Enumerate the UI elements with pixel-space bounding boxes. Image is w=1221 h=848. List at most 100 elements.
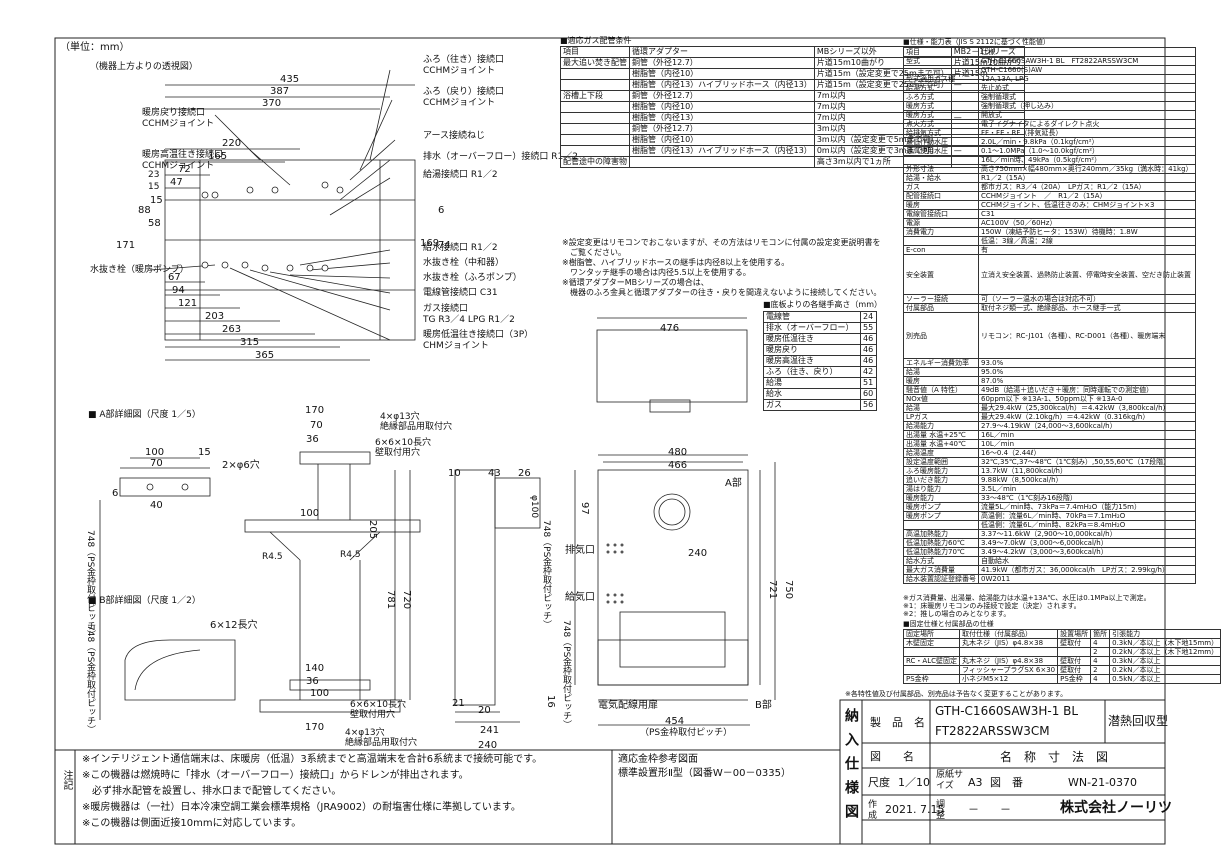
dim-315: 315 — [240, 337, 260, 348]
side-26: 26 — [518, 468, 531, 479]
b-hole: 6×12長穴 — [210, 620, 258, 631]
note-2: 必ず排水配管を設置し、排水口まで配管してください。 — [82, 786, 342, 797]
br-r2: R4.5 — [340, 550, 361, 560]
dim-121: 121 — [178, 298, 198, 309]
br-b-note-slot: 6×6×10長穴 — [350, 700, 406, 710]
dim-370: 370 — [262, 98, 282, 109]
unit-label: （単位：mm） — [60, 42, 130, 53]
front-480: 480 — [668, 447, 688, 458]
a-dim-6: 6 — [112, 488, 119, 499]
note-3: ※暖房機器は（一社）日本冷凍空調工業会標準規格（JRA9002）の耐塩害仕様に準… — [82, 802, 521, 813]
piping-note-2: ※樹脂管、ハイブリッドホースの継手は内径8以上を使用する。 — [562, 258, 790, 267]
spec-foot-2: ※2：推しの場合のみとなります。 — [903, 610, 1011, 618]
dim-47: 47 — [170, 177, 183, 188]
br-r1: R4.5 — [262, 552, 283, 562]
product-name-1: GTH-C1660SAW3H-1 BL — [935, 704, 1079, 718]
paper-label: 原紙サイズ — [936, 770, 964, 791]
front-240: 240 — [688, 548, 708, 559]
side-16: 16 — [545, 695, 556, 708]
plan-476: 476 — [660, 323, 680, 334]
dim-88: 88 — [138, 205, 151, 216]
drawing-label: 図 名 — [870, 750, 914, 763]
front-466: 466 — [668, 460, 688, 471]
adjust-dash: － — [1000, 803, 1011, 816]
br-h205: 205 — [367, 520, 378, 540]
conn-bath-in-joint: CCHMジョイント — [423, 98, 496, 108]
paper: A3 — [968, 776, 983, 789]
conn-bath-in: ふろ（戻り）接続口 — [423, 87, 505, 97]
conn-heat-high: 暖房高温往き接続口 — [142, 150, 224, 160]
product-name-2: FT2822ARSSW3CM — [935, 724, 1050, 738]
heights-title: ■底板よりの各継手高さ（mm） — [763, 300, 882, 309]
company-name: 株式会社ノーリツ — [1060, 800, 1172, 816]
br-note-hole: 4×φ13穴 — [380, 412, 420, 422]
front-pitch: 748（PS金枠取付ピッチ） — [561, 620, 571, 730]
dim-58: 58 — [148, 218, 161, 229]
br-dim-170: 170 — [305, 405, 325, 416]
product-label: 製 品 名 — [870, 716, 925, 729]
front-97: 97 — [579, 502, 590, 515]
conn-earth: アース接続ねじ — [423, 131, 486, 141]
made-date: 2021. 7.15 — [885, 803, 945, 816]
dim-6: 6 — [438, 205, 445, 216]
piping-note-0: ※設定変更はリモコンでおこないますが、その方法はリモコンに付属の設定変更説明書を — [562, 238, 881, 247]
front-454: 454 — [665, 716, 685, 727]
br-dim-36: 36 — [306, 434, 319, 445]
conn-heat-low-joint: CHMジョイント — [423, 341, 489, 351]
dim-263: 263 — [222, 324, 242, 335]
conn-water-supply: 給水接続口 R1／2 — [423, 243, 498, 253]
conn-drain-neutralizer: 水抜き栓（中和器） — [423, 258, 505, 268]
notes-label: 注記 — [61, 770, 72, 790]
dim-72: 72 — [178, 164, 191, 175]
front-plate: 電気配線用扉 — [598, 700, 658, 711]
br-b-36: 36 — [306, 676, 319, 687]
a-part-label: A部 — [725, 478, 742, 489]
br-b-note-insul: 絶縁部品用取付穴 — [345, 738, 418, 748]
dim-165: 165 — [208, 151, 228, 162]
note-0: ※インテリジェント通信端末は、床暖房（低温）3系統までと高温端末を合計6系統まで… — [82, 754, 543, 765]
drain-heat-pump: 水抜き栓（暖房ポンプ） — [90, 265, 189, 275]
dim-15v: 15 — [150, 195, 163, 206]
br-b-140: 140 — [305, 663, 325, 674]
front-pitch-bottom: （PS金枠取付ピッチ） — [640, 728, 733, 738]
br-b-note-hole: 4×φ13穴 — [345, 728, 385, 738]
drawing-name: 名 称 寸 法 図 — [1000, 750, 1109, 764]
spec-title: ■仕様・能力表（JIS S 2112に基づく性能値） — [903, 38, 1050, 46]
br-b-note-wall: 壁取付用穴 — [350, 710, 396, 720]
front-750: 750 — [783, 580, 794, 600]
dim-169: 169 — [420, 238, 440, 249]
made-label: 作成 — [868, 800, 878, 821]
b-pitch: 748（PS金枠取付ピッチ） — [85, 625, 95, 735]
conn-bath-out: ふろ（往き）接続口 — [423, 55, 505, 65]
dwg-no-label: 図 番 — [990, 776, 1023, 789]
fixing-table: 固定場所取付仕様（付属部品）設置場所箇所引張能力 木壁固定丸木ネジ（JIS）φ4… — [903, 629, 1221, 684]
piping-note-5: 機器のふろ金具と循環アダプターの往き・戻りを間違えないように接続してください。 — [562, 288, 882, 297]
dim-67: 67 — [168, 272, 181, 283]
conn-heat-low: 暖房低温往き接続口（3P） — [423, 330, 534, 340]
br-dim-100: 100 — [300, 508, 320, 519]
scale: 1／10 — [898, 776, 930, 789]
adjust-label: 調整 — [936, 800, 946, 821]
front-721: 721 — [767, 580, 778, 600]
side-10: 10 — [448, 468, 461, 479]
conn-heat-high-joint: CCHMジョイント — [142, 161, 215, 171]
piping-title: ■適応ガス配管条件 — [560, 36, 632, 45]
title-side-label: 納入仕様図 — [843, 708, 859, 828]
br-note-insul: 絶縁部品用取付穴 — [380, 422, 453, 432]
spec-foot-1: ※1：床暖房リモコンのみ接続で設定（決定）されます。 — [903, 602, 1081, 610]
conn-heat-return-joint: CCHMジョイント — [142, 119, 215, 129]
conn-hot-water: 給湯接続口 R1／2 — [423, 170, 498, 180]
piping-note-1: ご覧ください。 — [562, 248, 626, 257]
adjust-value: － — [968, 803, 979, 816]
dim-220: 220 — [222, 138, 242, 149]
conn-conduit: 電線管接続口 C31 — [423, 288, 498, 298]
dim-387: 387 — [270, 86, 290, 97]
conn-gas-spec: TG R3／4 LPG R1／2 — [423, 315, 515, 325]
side-21: 21 — [452, 698, 465, 709]
br-note-wall: 壁取付用穴 — [375, 448, 421, 458]
top-view-label: （機器上方よりの透視図） — [90, 62, 198, 72]
exhaust-label: 排気口 — [565, 545, 595, 556]
